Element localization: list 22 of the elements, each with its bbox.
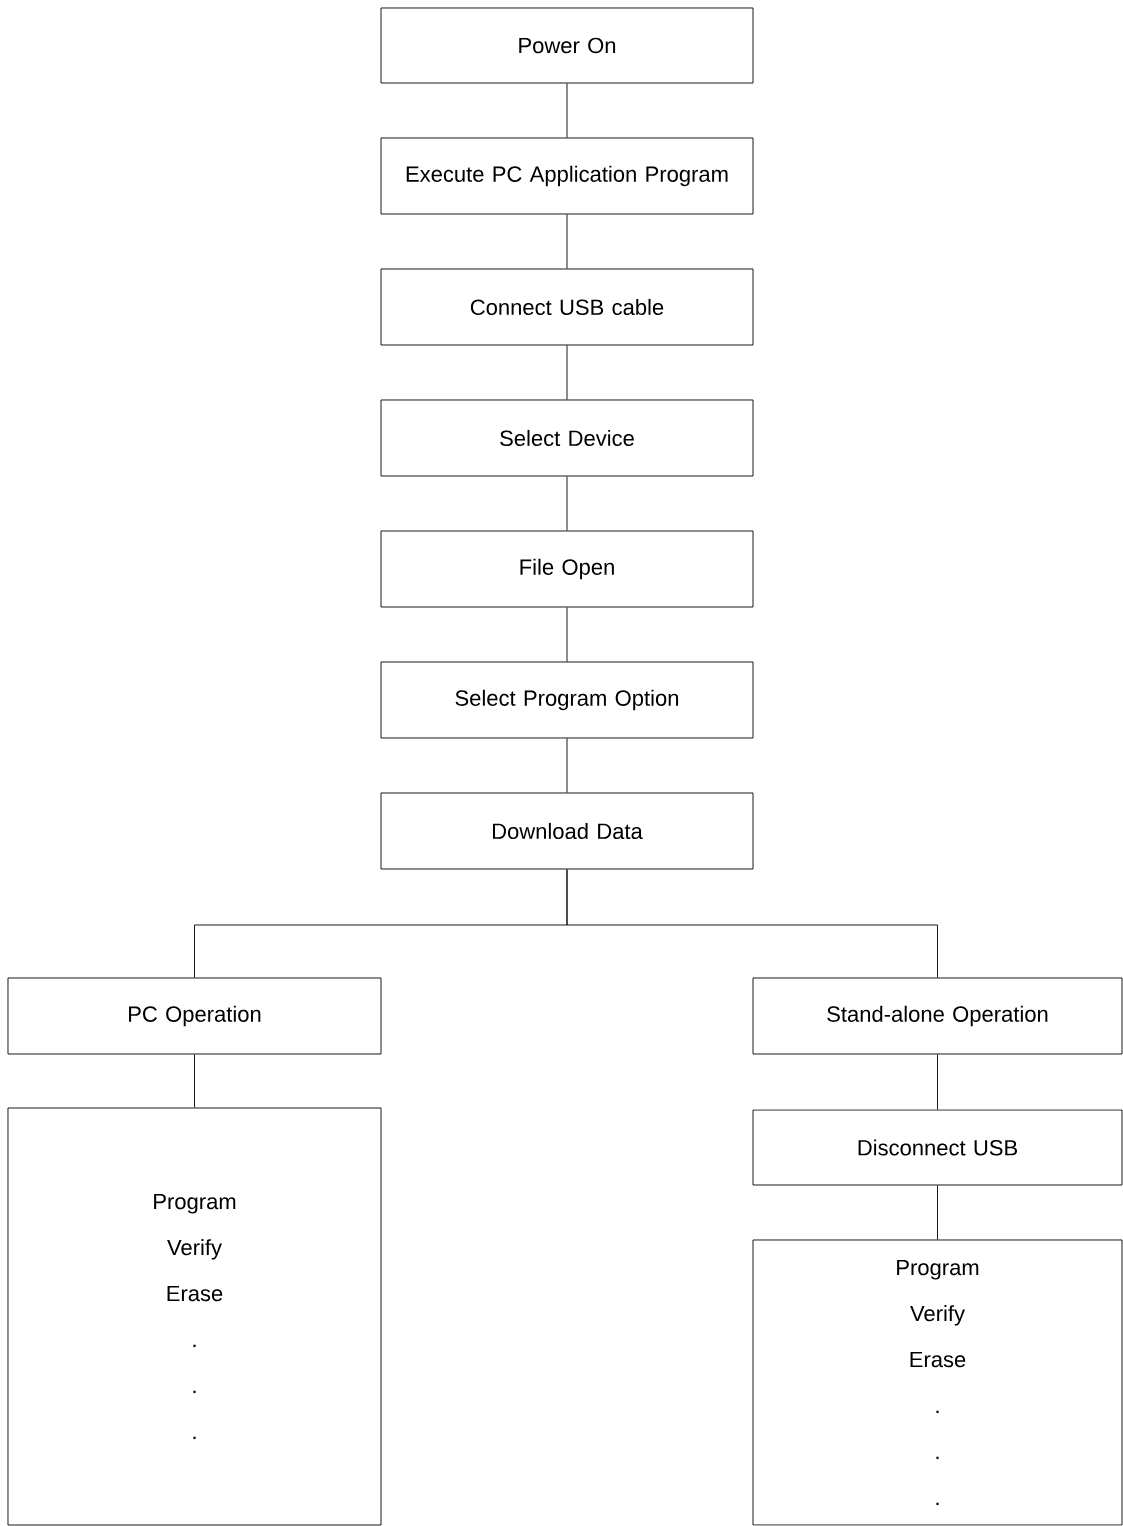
process-box: File Open — [380, 530, 754, 608]
connector-line — [566, 345, 568, 400]
connector-line — [566, 476, 568, 531]
process-box: Select Program Option — [380, 661, 754, 739]
process-box: Download Data — [380, 792, 754, 870]
connector-line — [566, 738, 568, 793]
process-box: Select Device — [380, 399, 754, 477]
connector-line — [566, 869, 938, 978]
connector-line — [937, 1185, 938, 1240]
process-box: Disconnect USB — [752, 1109, 1123, 1186]
process-box: Stand-alone Operation — [752, 977, 1123, 1055]
process-box: PC Operation — [7, 977, 382, 1055]
connector-line — [566, 83, 568, 138]
list-box: Program Verify Erase . . . — [752, 1239, 1123, 1526]
list-box: Program Verify Erase . . . — [7, 1107, 382, 1526]
connector-line — [566, 214, 568, 269]
process-box: Power On — [380, 7, 754, 84]
connector-line — [937, 1054, 938, 1110]
process-box: Execute PC Application Program — [380, 137, 754, 215]
connector-line — [194, 1054, 195, 1108]
connector-line — [566, 607, 568, 662]
process-box: Connect USB cable — [380, 268, 754, 346]
